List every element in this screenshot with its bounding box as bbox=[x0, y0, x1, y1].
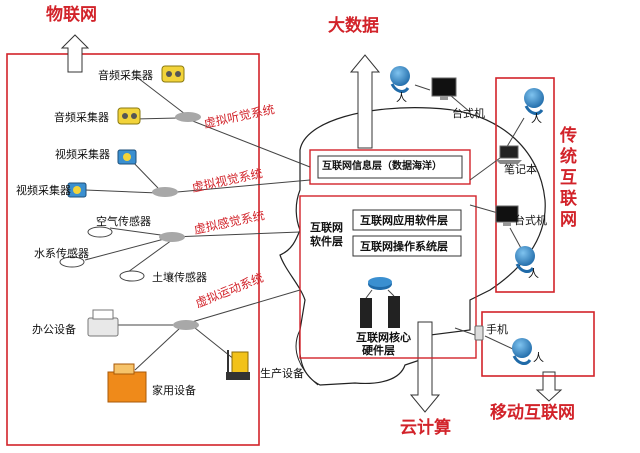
hardware-layer-label: 硬件层 bbox=[362, 344, 395, 357]
person-label: 人 bbox=[533, 351, 544, 364]
device-label-home: 家用设备 bbox=[152, 384, 196, 397]
laptop-label: 笔记本 bbox=[504, 163, 537, 176]
sensor-label-audio: 音频采集器 bbox=[98, 69, 153, 82]
hub-visual bbox=[152, 187, 178, 197]
traditional-title-char: 传 bbox=[560, 126, 577, 146]
connection-lines bbox=[84, 77, 525, 371]
software-hardware-box bbox=[299, 195, 477, 359]
sensor-label-water: 水系传感器 bbox=[34, 247, 89, 260]
sensor-label-soil: 土壤传感器 bbox=[152, 271, 207, 284]
home-appliance-icon bbox=[107, 363, 147, 403]
device-label-production: 生产设备 bbox=[260, 367, 304, 380]
water-sensor-icon bbox=[59, 256, 85, 268]
mobile-frame bbox=[481, 311, 595, 377]
iot-title: 物联网 bbox=[46, 5, 97, 25]
cloud-computing-label: 云计算 bbox=[400, 418, 451, 438]
audio-collector-icon bbox=[161, 65, 185, 83]
person-label: 人 bbox=[528, 267, 539, 280]
desktop-monitor-icon bbox=[495, 205, 519, 226]
traditional-frame bbox=[495, 77, 555, 293]
cloud-down-arrow bbox=[409, 321, 441, 413]
person-label: 人 bbox=[396, 91, 407, 104]
sensor-label-audio: 音频采集器 bbox=[54, 111, 109, 124]
hub-sensory bbox=[159, 232, 185, 242]
sensor-label-video: 视频采集器 bbox=[16, 184, 71, 197]
sensor-label-air: 空气传感器 bbox=[96, 215, 151, 228]
info-layer-label: 互联网信息层（数据海洋） bbox=[322, 161, 442, 172]
desktop-monitor-icon bbox=[431, 77, 457, 100]
router-icon bbox=[368, 277, 392, 290]
big-data-label: 大数据 bbox=[328, 16, 379, 36]
person-icon bbox=[524, 88, 544, 115]
audio-collector-icon bbox=[117, 107, 141, 125]
person-icon bbox=[512, 338, 532, 365]
person-label: 人 bbox=[531, 112, 542, 125]
video-camera-icon bbox=[117, 149, 137, 165]
server-icon bbox=[360, 289, 400, 328]
head-silhouette bbox=[279, 107, 546, 386]
traditional-title-char: 互 bbox=[560, 168, 577, 188]
iot-up-arrow bbox=[60, 34, 90, 73]
hub-motor bbox=[173, 320, 199, 330]
laptop-icon bbox=[496, 145, 522, 164]
os-layer-label: 互联网操作系统层 bbox=[360, 240, 448, 253]
phone-icon bbox=[474, 325, 484, 341]
software-layer-label: 软件层 bbox=[310, 235, 343, 248]
device-label-office: 办公设备 bbox=[32, 323, 76, 336]
printer-icon bbox=[87, 309, 119, 337]
desktop-label: 台式机 bbox=[452, 107, 485, 120]
air-sensor-icon bbox=[87, 226, 113, 238]
traditional-title-char: 统 bbox=[560, 147, 577, 167]
video-camera-icon bbox=[67, 182, 87, 198]
mobile-internet-title: 移动互联网 bbox=[490, 403, 575, 423]
big-data-arrow bbox=[349, 54, 381, 149]
head-neck-line bbox=[295, 329, 319, 386]
phone-label: 手机 bbox=[486, 323, 508, 336]
iot-frame bbox=[6, 53, 260, 446]
software-layer-label: 互联网 bbox=[310, 221, 343, 234]
hub-auditory bbox=[175, 112, 201, 122]
mobile-down-arrow bbox=[535, 371, 563, 402]
person-icon bbox=[390, 66, 410, 93]
forklift-icon bbox=[226, 350, 250, 380]
traditional-title-char: 联 bbox=[560, 189, 577, 209]
soil-sensor-icon bbox=[119, 270, 145, 282]
traditional-title-char: 网 bbox=[560, 210, 577, 230]
desktop-label: 台式机 bbox=[514, 214, 547, 227]
app-software-layer-label: 互联网应用软件层 bbox=[360, 214, 448, 227]
sensor-label-video: 视频采集器 bbox=[55, 148, 110, 161]
person-icon bbox=[515, 246, 535, 273]
hardware-layer-label: 互联网核心 bbox=[356, 331, 411, 344]
